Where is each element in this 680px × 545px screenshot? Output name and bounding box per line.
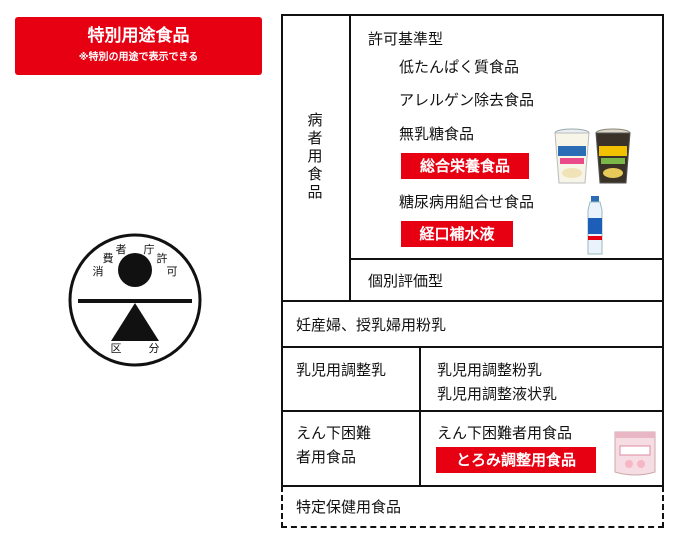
drink-cup-corn-icon [595,128,631,184]
patient-char: 食 [307,165,323,183]
approval-divider [349,258,664,260]
item-lactose-free: 無乳糖食品 [399,125,475,143]
patient-food-label: 病 者 用 食 品 [303,111,327,201]
dysphagia-label-line1: えん下困難 [296,424,372,442]
special-use-badge: 特別用途食品 ※特別の用途で表示できる [15,17,262,75]
seal-char: 区 [111,342,122,355]
thickener-pouch-icon [614,431,656,476]
infant-bottom [281,410,664,412]
pregnant-bottom [281,346,664,348]
infant-liquid-item: 乳児用調整液状乳 [437,385,558,403]
item-allergen-free: アレルゲン除去食品 [399,91,535,109]
badge-subtitle: ※特別の用途で表示できる [78,52,199,63]
pregnant-lactating-milk: 妊産婦、授乳婦用粉乳 [296,316,447,334]
individual-evaluation: 個別評価型 [368,272,444,290]
highlight-oral-rehydration: 経口補水液 [401,221,513,247]
drink-cup-vanilla-icon [554,128,590,184]
patient-char: 用 [307,147,323,165]
seal-char: 分 [149,342,160,355]
highlight-total-nutrition: 総合栄養食品 [401,153,529,179]
seal-char: 者 [116,243,127,256]
badge-title: 特別用途食品 [87,26,190,46]
patient-char: 品 [307,183,323,201]
specified-health-use-food: 特定保健用食品 [296,498,402,516]
seal-char: 消 [93,264,104,278]
category-table [281,14,664,487]
patient-divider [349,14,351,302]
dysphagia-bottom [281,485,664,487]
infant-divider [419,346,421,486]
item-low-protein: 低たんぱく質食品 [399,58,520,76]
seal-char: 庁 [144,242,155,256]
seal-char: 費 [103,251,114,265]
infant-powder-item: 乳児用調整粉乳 [437,361,543,379]
highlight-thickener: とろみ調整用食品 [436,447,596,473]
patient-bottom [281,300,664,302]
dysphagia-label-line2: 者用食品 [296,448,357,466]
approval-standard-heading: 許可基準型 [368,30,444,48]
item-diabetic-combination: 糖尿病用組合せ食品 [399,193,535,211]
seal-char: 許 [157,252,168,265]
seal-char: 可 [167,265,178,278]
approval-seal-icon: 消 費 者 庁 許 可 区 分 [68,233,202,367]
patient-char: 病 [307,111,323,129]
dysphagia-item: えん下困難者用食品 [437,424,573,442]
health-use-box [281,486,664,528]
infant-formula-label: 乳児用調整乳 [296,361,387,379]
patient-char: 者 [307,129,323,147]
water-bottle-icon [587,196,603,255]
